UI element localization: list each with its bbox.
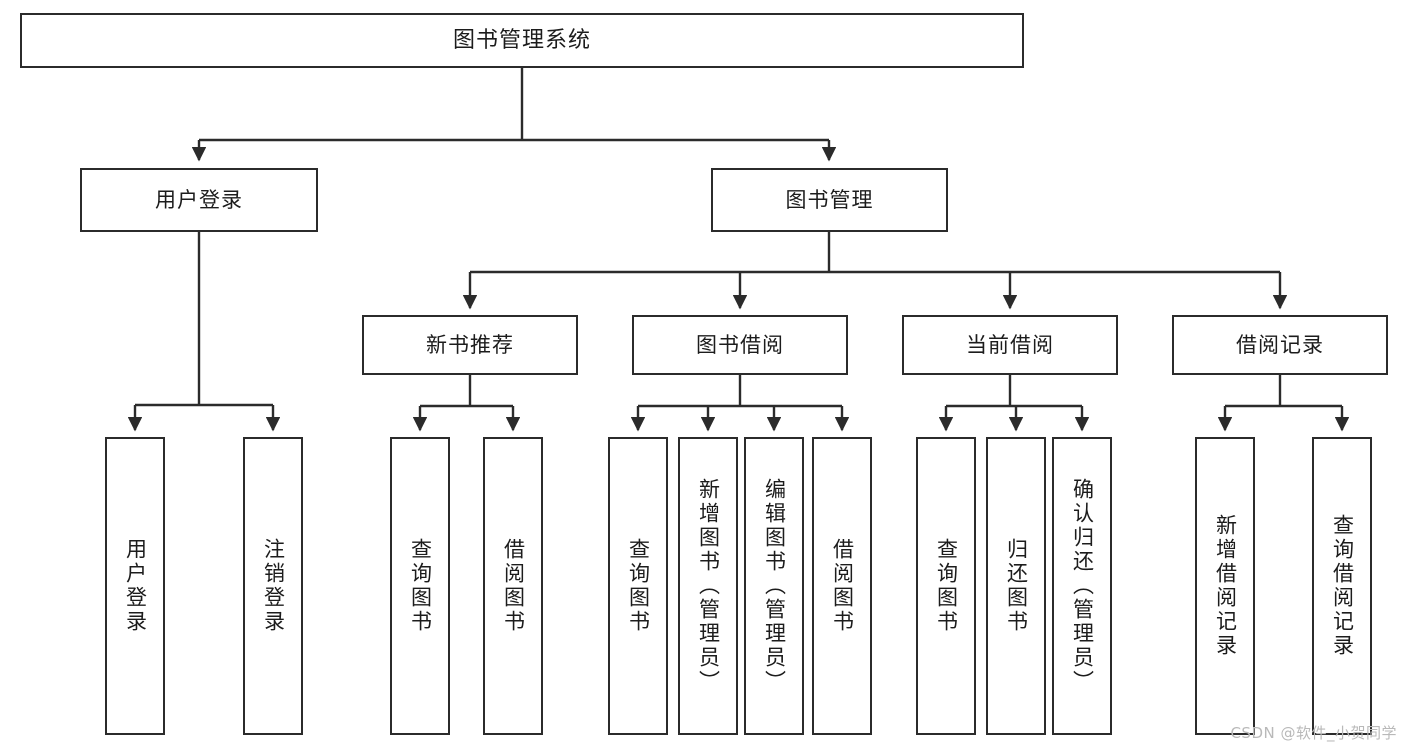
node-leaf-add-borrow-record-label: 新增借阅记录 [1213,514,1238,658]
node-leaf-query-book-2-label: 查询图书 [626,538,651,634]
node-leaf-add-borrow-record[interactable]: 新增借阅记录 [1195,437,1255,735]
node-leaf-query-borrow-record-label: 查询借阅记录 [1330,514,1355,658]
node-leaf-confirm-return[interactable]: 确认归还（管理员） [1052,437,1112,735]
node-leaf-return-book[interactable]: 归还图书 [986,437,1046,735]
node-leaf-add-book-label: 新增图书（管理员） [696,478,721,694]
node-leaf-return-book-label: 归还图书 [1004,538,1029,634]
node-current-borrow-label: 当前借阅 [966,332,1054,357]
node-leaf-edit-book[interactable]: 编辑图书（管理员） [744,437,804,735]
node-borrow-records-label: 借阅记录 [1236,332,1324,357]
node-current-borrow[interactable]: 当前借阅 [902,315,1118,375]
node-root-label: 图书管理系统 [452,27,591,53]
node-leaf-query-borrow-record[interactable]: 查询借阅记录 [1312,437,1372,735]
node-leaf-query-book-3-label: 查询图书 [934,538,959,634]
watermark: CSDN @软件_小贺同学 [1230,724,1397,742]
node-new-book-recommend-label: 新书推荐 [426,332,514,357]
node-leaf-edit-book-label: 编辑图书（管理员） [762,478,787,694]
node-leaf-user-logout[interactable]: 注销登录 [243,437,303,735]
node-leaf-add-book[interactable]: 新增图书（管理员） [678,437,738,735]
node-book-management[interactable]: 图书管理 [711,168,948,232]
node-leaf-query-book-1-label: 查询图书 [408,538,433,634]
node-user-login-label: 用户登录 [155,187,243,212]
node-book-borrow[interactable]: 图书借阅 [632,315,848,375]
node-leaf-user-login[interactable]: 用户登录 [105,437,165,735]
node-leaf-user-logout-label: 注销登录 [261,538,286,634]
node-leaf-confirm-return-label: 确认归还（管理员） [1070,478,1095,694]
node-new-book-recommend[interactable]: 新书推荐 [362,315,578,375]
node-leaf-query-book-3[interactable]: 查询图书 [916,437,976,735]
node-borrow-records[interactable]: 借阅记录 [1172,315,1388,375]
node-root[interactable]: 图书管理系统 [20,13,1024,68]
node-leaf-borrow-book-2[interactable]: 借阅图书 [812,437,872,735]
node-book-borrow-label: 图书借阅 [696,332,784,357]
node-leaf-query-book-2[interactable]: 查询图书 [608,437,668,735]
node-leaf-borrow-book-1-label: 借阅图书 [501,538,526,634]
node-leaf-query-book-1[interactable]: 查询图书 [390,437,450,735]
node-leaf-borrow-book-1[interactable]: 借阅图书 [483,437,543,735]
node-leaf-borrow-book-2-label: 借阅图书 [830,538,855,634]
node-user-login[interactable]: 用户登录 [80,168,318,232]
node-leaf-user-login-label: 用户登录 [123,538,148,634]
node-book-management-label: 图书管理 [785,187,874,212]
